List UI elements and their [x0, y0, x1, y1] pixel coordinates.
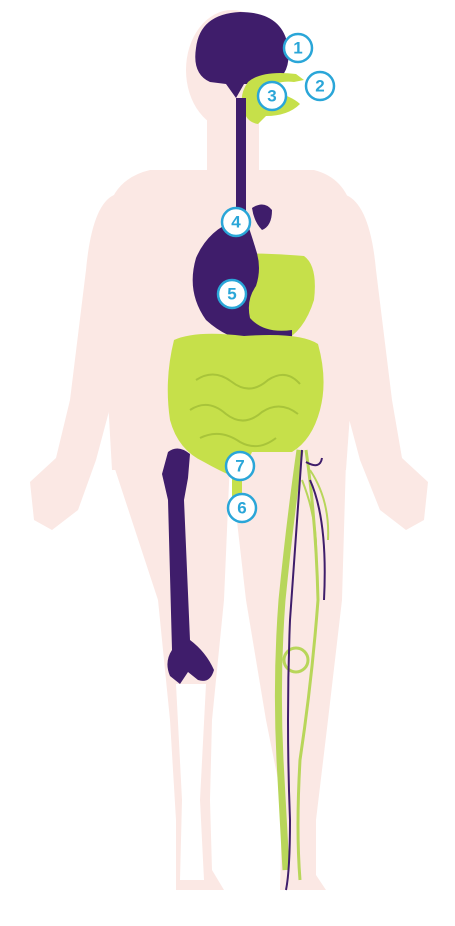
marker-label: 4 [231, 213, 241, 232]
marker-label: 1 [293, 39, 302, 58]
marker-label: 3 [267, 87, 276, 106]
marker-2[interactable]: 2 [306, 72, 334, 100]
marker-label: 2 [315, 77, 324, 96]
marker-5[interactable]: 5 [218, 280, 246, 308]
marker-7[interactable]: 7 [226, 452, 254, 480]
left-arm [30, 195, 128, 530]
marker-label: 6 [237, 499, 246, 518]
marker-label: 7 [235, 457, 244, 476]
marker-3[interactable]: 3 [258, 82, 286, 110]
marker-6[interactable]: 6 [228, 494, 256, 522]
esophagus [236, 98, 246, 220]
neck [207, 118, 259, 170]
marker-label: 5 [227, 285, 236, 304]
marker-4[interactable]: 4 [222, 208, 250, 236]
marker-1[interactable]: 1 [284, 34, 312, 62]
